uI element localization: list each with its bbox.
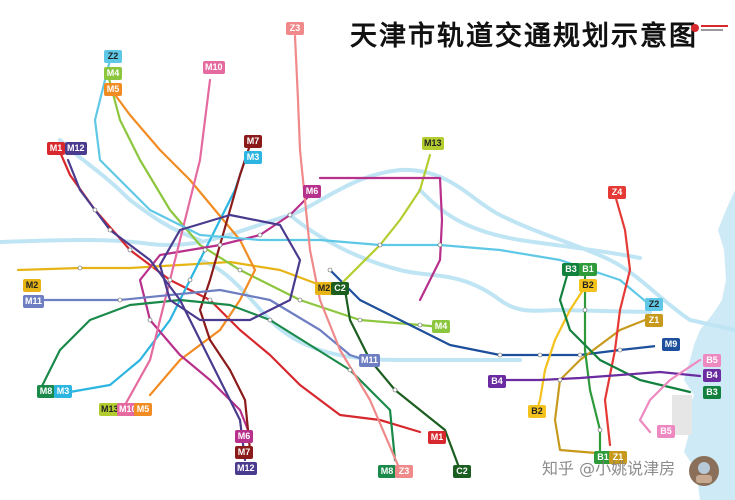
line-Z2 — [93, 58, 652, 307]
line-badge-m10: M10 — [203, 61, 225, 74]
line-badge-z1: Z1 — [645, 314, 663, 327]
line-M6 — [138, 188, 317, 437]
line-badge-m3: M3 — [244, 151, 262, 164]
map-title: 天津市轨道交通规划示意图 — [350, 21, 698, 52]
line-badge-z2: Z2 — [645, 298, 663, 311]
watermark-text: 知乎 @小姚说津房 — [542, 459, 676, 478]
line-badge-b1: B1 — [594, 451, 612, 464]
line-badge-m5: M5 — [104, 83, 122, 96]
line-M12 — [66, 158, 247, 462]
line-M2 — [16, 260, 347, 292]
line-badge-z1: Z1 — [609, 451, 627, 464]
line-badge-m4: M4 — [104, 67, 122, 80]
line-B3 — [558, 270, 692, 394]
line-badge-b2: B2 — [579, 279, 597, 292]
line-badge-m7: M7 — [235, 446, 253, 459]
line-ring — [158, 213, 302, 322]
line-B2 — [535, 285, 587, 412]
line-badge-m12: M12 — [65, 142, 87, 155]
line-B4 — [498, 370, 702, 382]
line-badge-z3: Z3 — [395, 465, 413, 478]
line-badge-b4: B4 — [703, 369, 721, 382]
line-badge-c2: C2 — [453, 465, 471, 478]
line-B1 — [583, 270, 602, 457]
line-M3 — [68, 158, 247, 394]
line-badge-m2: M2 — [23, 279, 41, 292]
port-area — [672, 395, 692, 435]
line-badge-m8: M8 — [37, 385, 55, 398]
line-M13 — [338, 153, 432, 287]
line-badge-b1: B1 — [579, 263, 597, 276]
line-badge-m13: M13 — [422, 137, 444, 150]
line-badge-b5: B5 — [657, 425, 675, 438]
line-badge-z2: Z2 — [104, 50, 122, 63]
line-badge-m8: M8 — [378, 465, 396, 478]
line-M7 — [198, 143, 252, 452]
line-M8 — [38, 298, 397, 462]
station-markers — [77, 207, 623, 433]
line-badge-m10: M10 — [117, 403, 139, 416]
line-M6-east — [318, 176, 444, 302]
line-Z4 — [603, 193, 632, 447]
line-badge-m13: M13 — [99, 403, 121, 416]
line-badge-m12: M12 — [235, 462, 257, 475]
line-badge-c2: C2 — [331, 282, 349, 295]
line-badge-m1: M1 — [428, 431, 446, 444]
line-badge-m1: M1 — [47, 142, 65, 155]
line-badge-b3: B3 — [562, 263, 580, 276]
line-badge-m3: M3 — [54, 385, 72, 398]
line-badge-z4: Z4 — [608, 186, 626, 199]
line-badge-m9: M9 — [662, 338, 680, 351]
line-Z3 — [293, 34, 402, 472]
line-badge-m2: M2 — [315, 282, 333, 295]
line-badge-b3: B3 — [703, 386, 721, 399]
line-M4 — [106, 73, 442, 329]
agency-logo — [691, 24, 728, 32]
line-badge-b5: B5 — [703, 354, 721, 367]
line-badge-m4: M4 — [432, 320, 450, 333]
line-M11 — [28, 288, 367, 362]
line-badge-b2: B2 — [528, 405, 546, 418]
avatar-icon — [689, 456, 719, 486]
line-badge-m5: M5 — [134, 403, 152, 416]
line-badge-m6: M6 — [303, 185, 321, 198]
line-badge-z3: Z3 — [286, 22, 304, 35]
line-badge-b4: B4 — [488, 375, 506, 388]
line-M10 — [123, 78, 212, 407]
line-badge-m11: M11 — [23, 295, 45, 308]
line-badge-m7: M7 — [244, 135, 262, 148]
line-badge-m11: M11 — [359, 354, 381, 367]
line-B5 — [638, 358, 702, 434]
line-badge-m6: M6 — [235, 430, 253, 443]
